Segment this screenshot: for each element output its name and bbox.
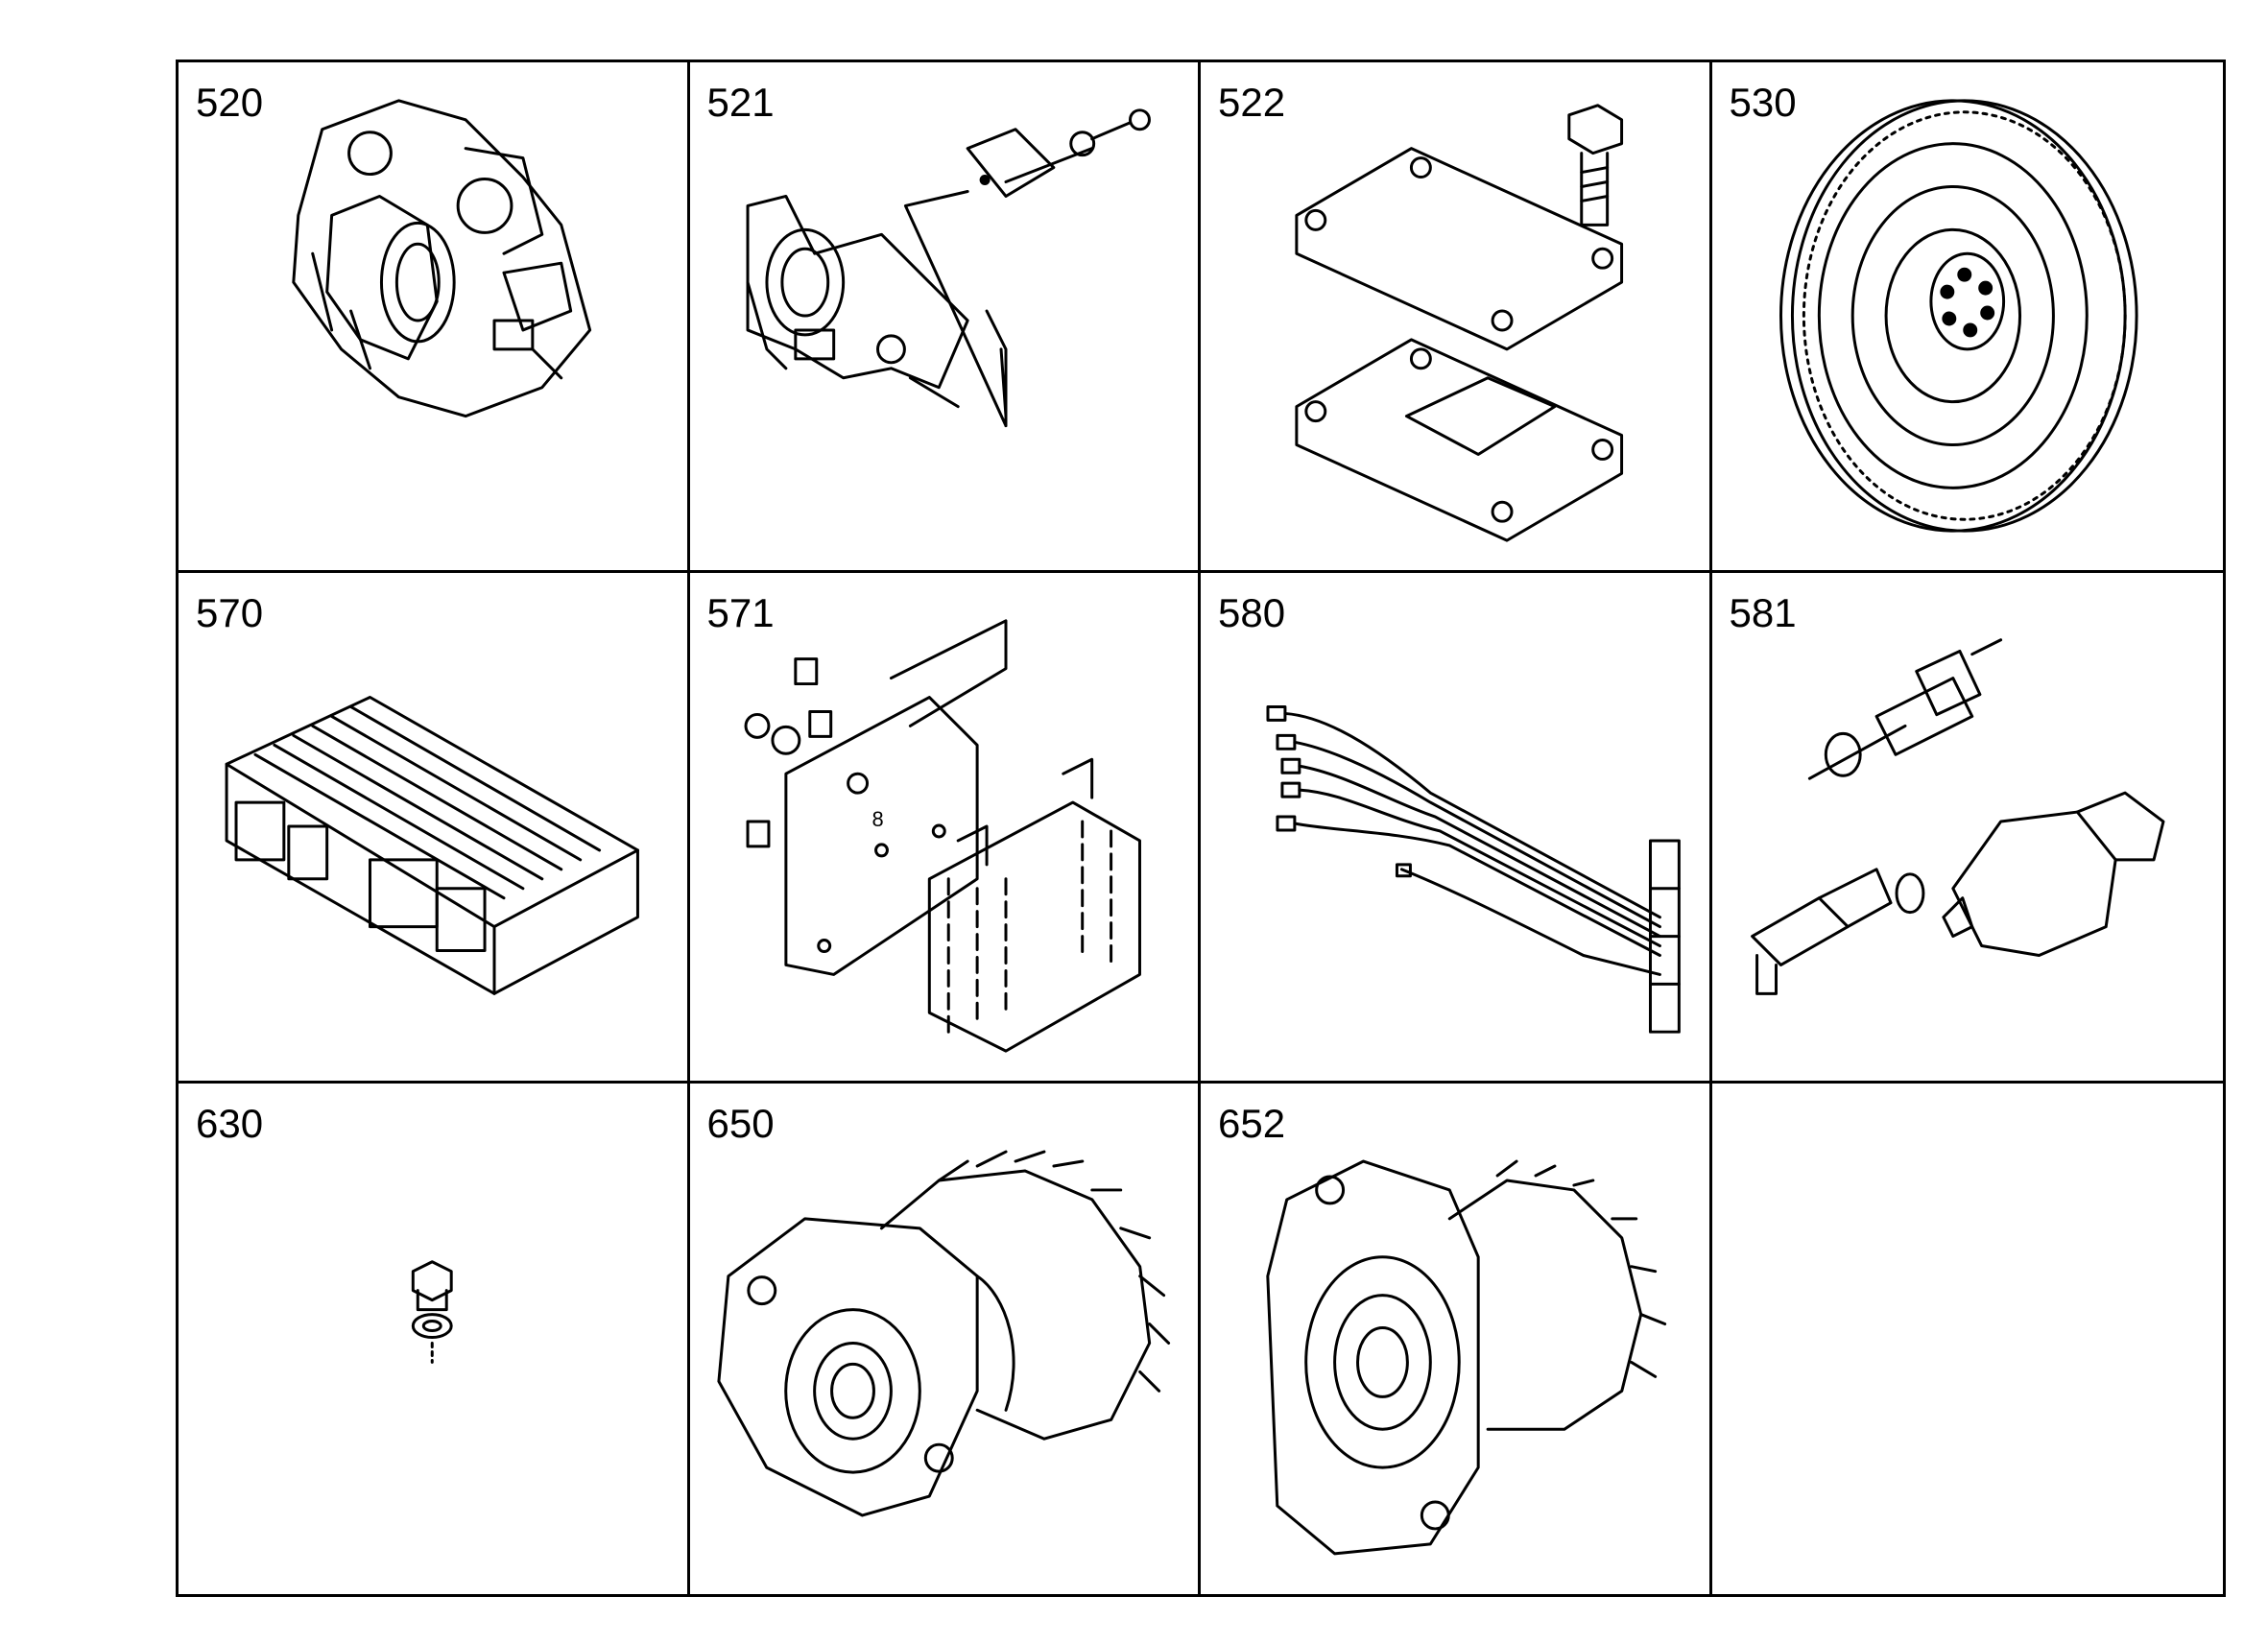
part-cell-580[interactable]: 580 <box>1201 573 1712 1084</box>
pump-drive-icon <box>716 1150 1170 1517</box>
part-cell-571[interactable]: 571 8 <box>689 573 1201 1084</box>
part-number: 650 <box>706 1101 775 1146</box>
sensor-kit-icon <box>1750 638 2164 995</box>
part-number: 630 <box>196 1101 264 1146</box>
flywheel-icon <box>1779 99 2138 533</box>
gasket-and-bolt-icon <box>1295 104 1624 542</box>
plug-and-washer-icon <box>411 1260 453 1364</box>
part-cell-530[interactable]: 530 <box>1711 62 2223 573</box>
parts-grid: 520 521 <box>176 60 2226 1597</box>
part-number: 570 <box>196 590 264 635</box>
part-cell-520[interactable]: 520 <box>179 62 690 573</box>
pump-drive-alt-icon <box>1266 1159 1667 1556</box>
flywheel-housing-icon <box>292 99 592 418</box>
part-cell-630[interactable]: 630 <box>179 1084 690 1594</box>
part-cell-581[interactable]: 581 <box>1711 573 2223 1084</box>
part-cell-570[interactable]: 570 <box>179 573 690 1084</box>
part-cell-650[interactable]: 650 <box>690 1084 1201 1594</box>
wiring-harness-icon <box>1266 704 1681 1034</box>
part-number: 522 <box>1218 80 1286 125</box>
part-number: 571 <box>706 590 775 635</box>
ecu-mounting-bracket-icon: 8 <box>744 619 1141 1053</box>
cover-plate-icon <box>746 108 1151 428</box>
part-number: 530 <box>1729 80 1797 125</box>
part-number: 580 <box>1218 590 1286 635</box>
part-cell-521[interactable]: 521 <box>689 62 1201 573</box>
part-cell-652[interactable]: 652 <box>1201 1084 1712 1594</box>
part-cell-empty <box>1712 1084 2224 1594</box>
ecu-icon <box>225 696 639 995</box>
callout-number: 8 <box>871 807 883 831</box>
part-number: 652 <box>1218 1101 1286 1146</box>
part-number: 581 <box>1729 590 1797 635</box>
part-number: 520 <box>196 80 264 125</box>
part-number: 521 <box>706 80 775 125</box>
part-cell-522[interactable]: 522 <box>1201 62 1712 573</box>
